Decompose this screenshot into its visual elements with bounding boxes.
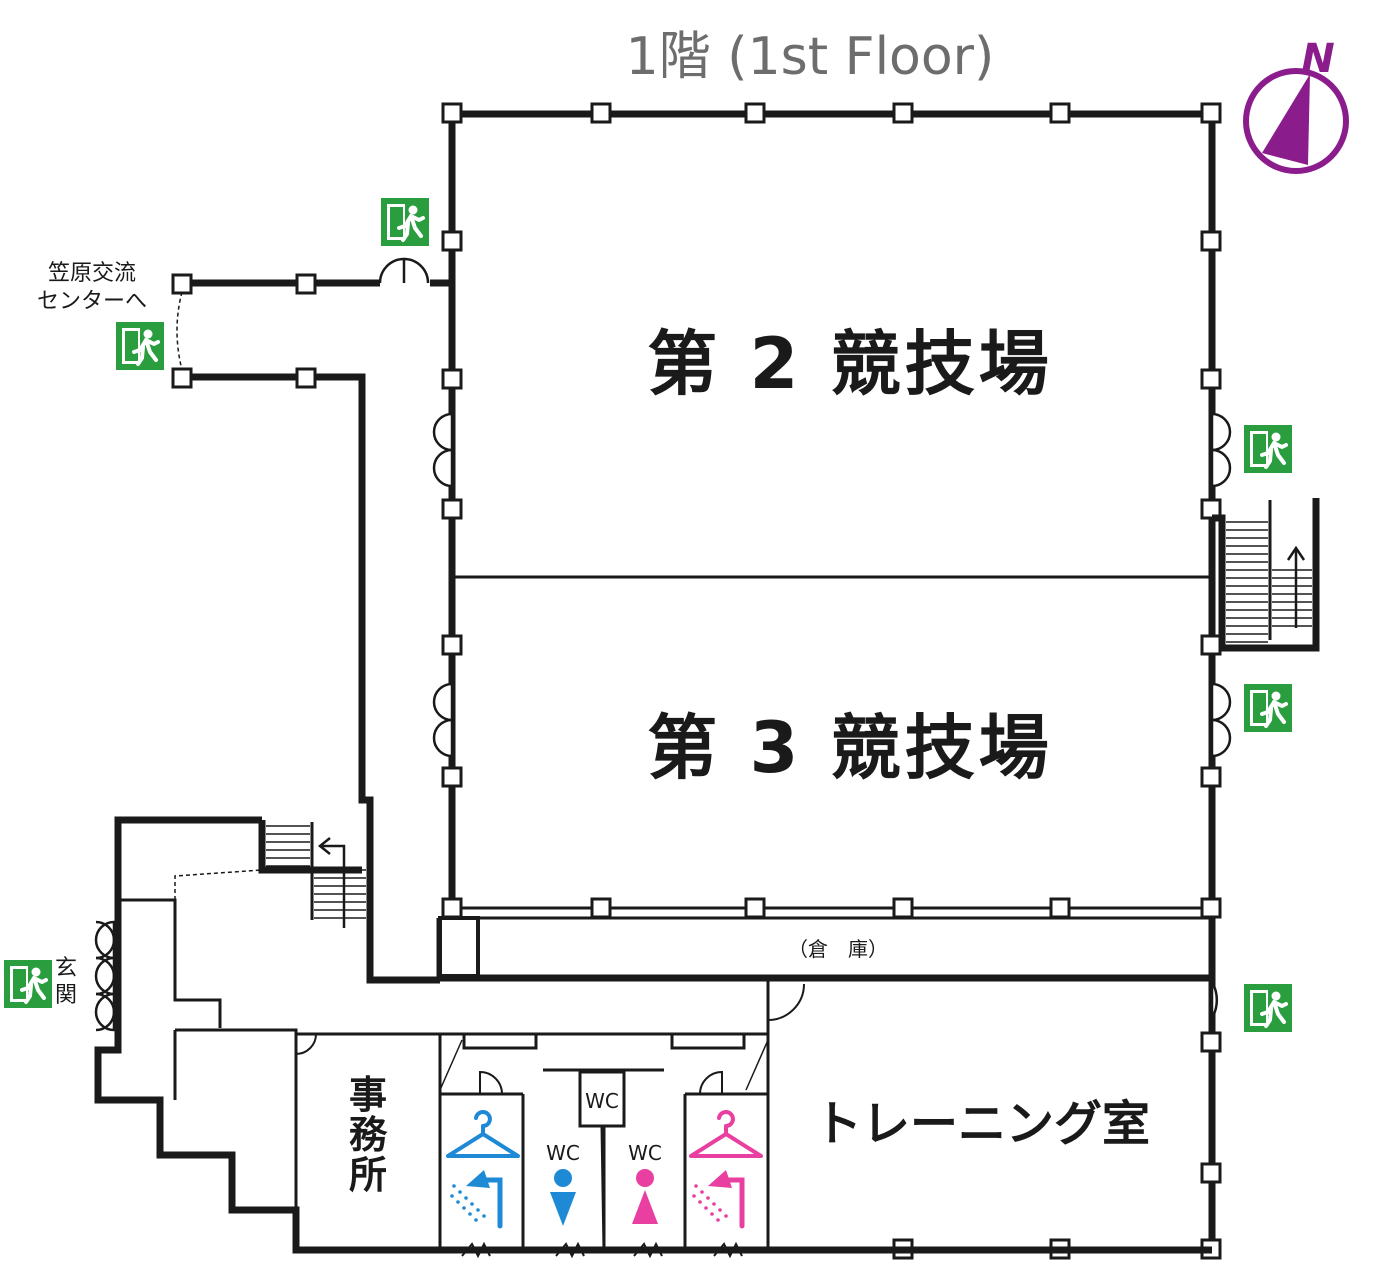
west-staircase (266, 822, 366, 928)
emergency-exit-icon (114, 320, 166, 372)
office-label: 事 (349, 1073, 387, 1117)
shower-icon (692, 1170, 745, 1229)
entrance-label: 玄 (55, 956, 77, 981)
entrance-doors[interactable] (94, 920, 116, 1032)
storage-label: （倉 庫） (788, 937, 888, 961)
lower-room-walls (295, 980, 805, 1251)
office-label: 務 (349, 1113, 388, 1157)
hanger-icon (689, 1110, 763, 1158)
door-arena2-east[interactable] (1210, 412, 1232, 488)
emergency-exit-icon (1242, 682, 1294, 734)
wc-label: WC (546, 1141, 580, 1165)
door-arena3-east[interactable] (1210, 682, 1232, 758)
connector-corridor (171, 257, 452, 918)
wc-label: WC (628, 1141, 662, 1165)
entrance-label: 関 (55, 983, 77, 1008)
connector-label: 笠原交流 (48, 261, 136, 286)
emergency-exit-icon (2, 958, 54, 1010)
main-hall-walls (436, 110, 1216, 1250)
wc-label: WC (585, 1089, 619, 1113)
door-training-east[interactable] (1210, 977, 1219, 1023)
page-title: 1階 (1st Floor) (626, 27, 995, 87)
emergency-exit-icon (1242, 982, 1294, 1034)
compass-label: N (1301, 36, 1334, 82)
south-windows (461, 1241, 743, 1259)
training-room-label: トレーニング室 (814, 1096, 1150, 1152)
connector-label: センターへ (37, 289, 147, 314)
arena2-label: 第 2 競技場 (647, 323, 1052, 405)
emergency-exit-icon (1242, 423, 1294, 475)
office-label: 所 (349, 1153, 387, 1197)
columns (441, 102, 1222, 1260)
north-compass-icon: N (1243, 36, 1349, 174)
hanger-icon (446, 1110, 520, 1158)
female-icon (632, 1169, 658, 1224)
east-staircase (1212, 498, 1320, 652)
door-arena3-west[interactable] (432, 682, 454, 758)
door-arena2-west[interactable] (432, 412, 454, 488)
emergency-exit-icon (379, 196, 431, 248)
male-icon (550, 1169, 576, 1226)
shower-icon (450, 1170, 503, 1229)
arena3-label: 第 3 競技場 (647, 707, 1052, 789)
